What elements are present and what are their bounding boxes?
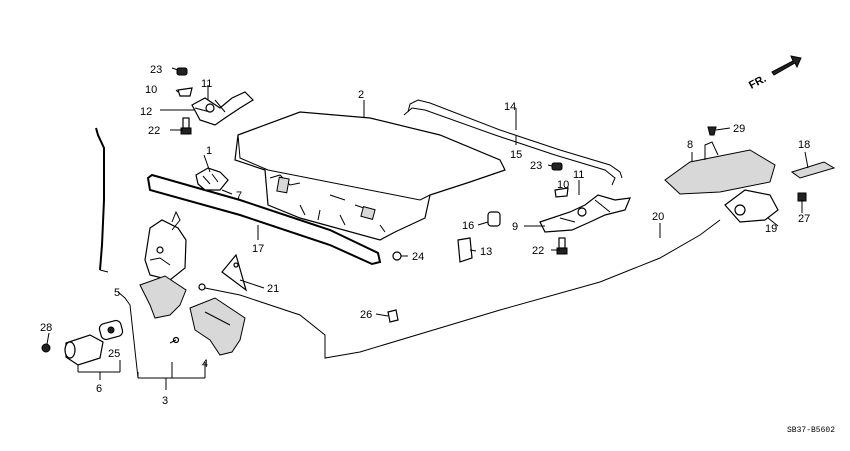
callout-14: 14: [504, 101, 516, 113]
lock-cylinder: [41, 319, 124, 366]
front-direction-arrow: FR.: [747, 55, 802, 92]
callout-8: 8: [687, 139, 693, 151]
callout-26: 26: [360, 309, 372, 321]
callout-22-left: 22: [148, 125, 160, 137]
callout-1: 1: [206, 145, 212, 157]
callout-11-right: 11: [573, 169, 584, 181]
callout-23-right: 23: [530, 160, 542, 172]
leader-lines: [46, 67, 809, 390]
trunk-lid: [234, 111, 506, 241]
callout-9: 9: [512, 221, 518, 233]
callout-17: 17: [252, 243, 264, 255]
direction-label: FR.: [747, 73, 768, 92]
callout-4: 4: [202, 358, 208, 370]
callout-23-left: 23: [150, 64, 162, 76]
callout-21: 21: [267, 283, 279, 295]
callout-22-right: 22: [532, 245, 544, 257]
callout-20: 20: [652, 211, 664, 223]
callout-28: 28: [40, 322, 52, 334]
callout-labels: 1 2 3 4 5 6 7 8 9 10 10 11 11 12 13 14 1…: [40, 64, 810, 407]
opener-cable: [198, 219, 721, 359]
opener-rod: [95, 127, 109, 273]
callout-10-left: 10: [145, 84, 157, 96]
callout-29: 29: [733, 123, 745, 135]
weatherstrip: [146, 173, 382, 266]
callout-6: 6: [96, 383, 102, 395]
callout-13: 13: [480, 246, 492, 258]
callout-15: 15: [510, 149, 522, 161]
callout-19: 19: [765, 223, 777, 235]
callout-5: 5: [114, 287, 120, 299]
callout-3: 3: [162, 395, 168, 407]
callout-25: 25: [108, 348, 120, 360]
mounting-plate: [221, 253, 248, 292]
latch-bracket: [195, 167, 229, 191]
drawing-code: SB37-B5602: [787, 426, 835, 435]
torsion-bars: [403, 99, 623, 186]
callout-12: 12: [140, 106, 152, 118]
callout-11-left: 11: [201, 78, 212, 90]
callout-18: 18: [798, 139, 810, 151]
callout-16: 16: [462, 220, 474, 232]
bumpers: [387, 211, 501, 323]
left-hinge-assembly: [176, 67, 254, 135]
latch-cover: [169, 297, 246, 356]
callout-7: 7: [236, 190, 242, 202]
opener-switch: [724, 161, 836, 223]
callout-24: 24: [412, 251, 424, 263]
callout-10-right: 10: [557, 179, 569, 191]
opener-lever: [664, 126, 776, 195]
right-hinge-assembly: [539, 162, 631, 255]
callout-2: 2: [358, 89, 364, 101]
trunk-latch: [139, 210, 187, 319]
callout-27: 27: [798, 213, 810, 225]
